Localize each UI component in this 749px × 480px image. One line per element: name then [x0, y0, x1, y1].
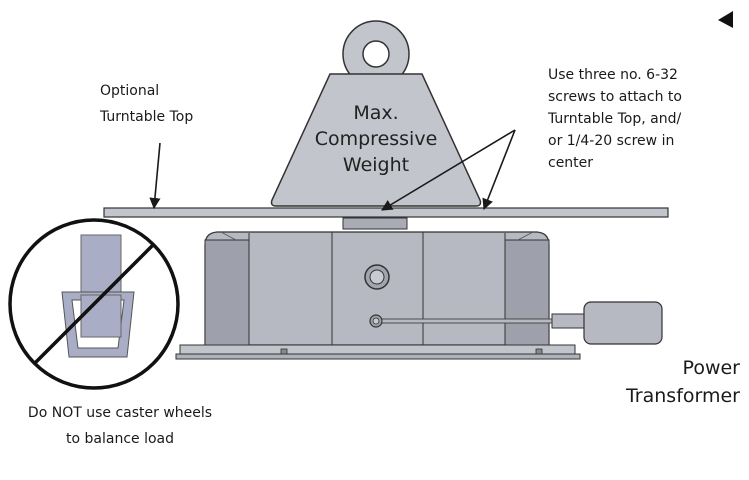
power-transformer	[369, 301, 663, 345]
pointer-arrow-icon	[718, 11, 733, 28]
screws-line-5: center	[548, 155, 594, 171]
caster-warning-label: Do NOT use caster wheels to balance load	[0, 400, 240, 452]
center-hub	[342, 217, 408, 230]
screws-line-1: Use three no. 6-32	[548, 67, 678, 83]
power-line-1: Power	[682, 357, 740, 379]
screws-note-label: Use three no. 6-32 screws to attach to T…	[548, 64, 682, 174]
weight-line-1: Max.	[353, 102, 399, 124]
weight-line-3: Weight	[342, 154, 410, 176]
turntable-body	[204, 231, 550, 346]
optional-turntable-top-label: Optional Turntable Top	[100, 78, 193, 130]
power-line-2: Transformer	[625, 385, 740, 407]
weight-line-2: Compressive	[314, 128, 438, 150]
optional-top-arrow	[149, 142, 161, 210]
base-plate	[175, 344, 581, 360]
no-caster-wheel-icon	[8, 218, 180, 390]
turntable-top-plate	[103, 207, 669, 218]
screws-arrow-center	[381, 129, 516, 211]
screws-line-2: screws to attach to	[548, 89, 682, 105]
screws-line-4: or 1/4-20 screw in	[548, 133, 675, 149]
screws-line-3: Turntable Top, and/	[548, 111, 682, 127]
max-weight-label: Max. Compressive Weight	[300, 100, 452, 178]
optional-label-line-1: Optional	[100, 83, 160, 99]
compressive-weight	[270, 20, 482, 207]
caster-line-2: to balance load	[66, 431, 174, 447]
power-transformer-label: Power Transformer	[612, 354, 740, 410]
caster-line-1: Do NOT use caster wheels	[27, 405, 213, 421]
optional-label-line-2: Turntable Top	[100, 109, 194, 125]
screws-arrow-edge	[482, 129, 516, 211]
